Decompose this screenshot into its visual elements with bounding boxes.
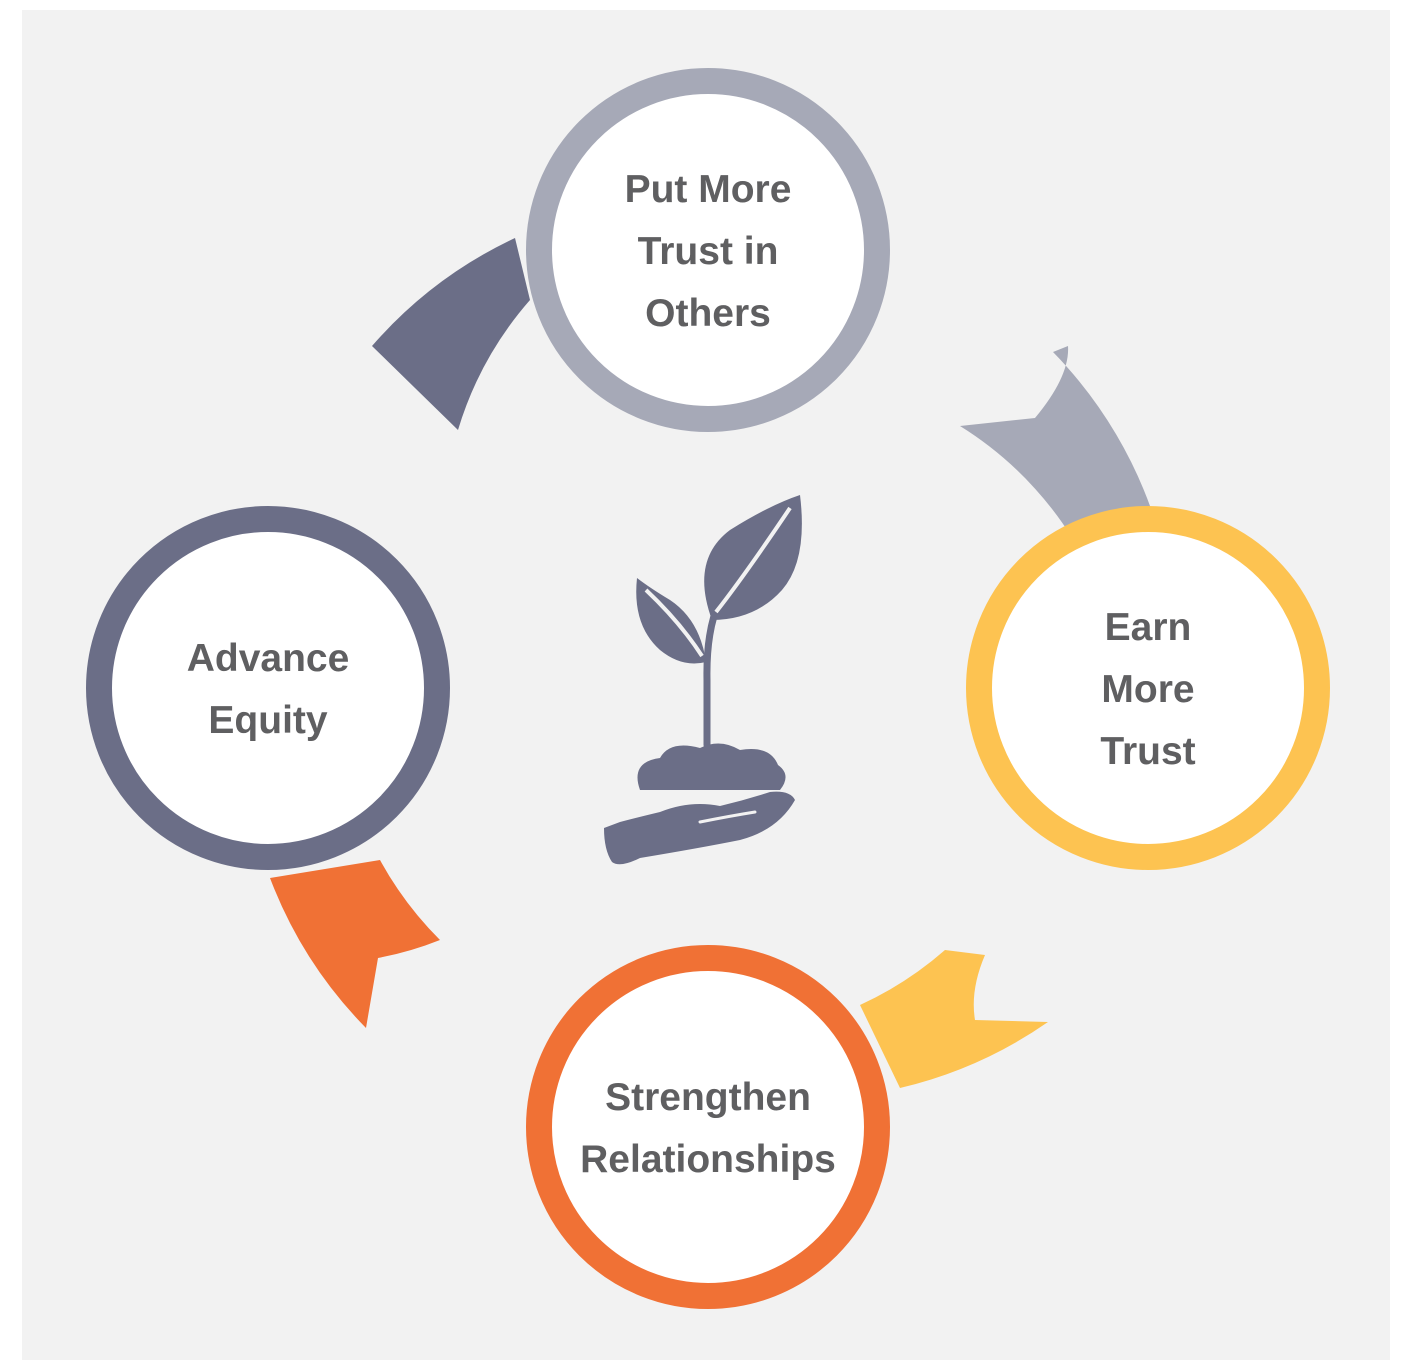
node-label-line: Trust in (638, 230, 779, 273)
node-circle (966, 506, 1330, 870)
node-label-line: Others (645, 292, 771, 335)
arrow-equity-to-trust (372, 238, 530, 430)
node-label-line: Relationships (580, 1138, 836, 1181)
node-circle (86, 506, 450, 870)
node-label-line: More (1101, 668, 1194, 711)
node-label-line: Earn (1105, 606, 1192, 649)
arrow-earn-to-strengthen (860, 950, 1048, 1088)
node-label-line: Strengthen (605, 1076, 811, 1119)
node-label-line: Put More (625, 168, 792, 211)
node-circle (526, 68, 890, 432)
node-label-line: Equity (208, 699, 327, 742)
arrow-strengthen-to-equity (270, 860, 440, 1028)
seedling-in-hand-icon (604, 495, 802, 865)
node-label-line: Advance (187, 637, 350, 680)
node-label-line: Trust (1100, 730, 1195, 773)
node-circle (526, 945, 890, 1309)
